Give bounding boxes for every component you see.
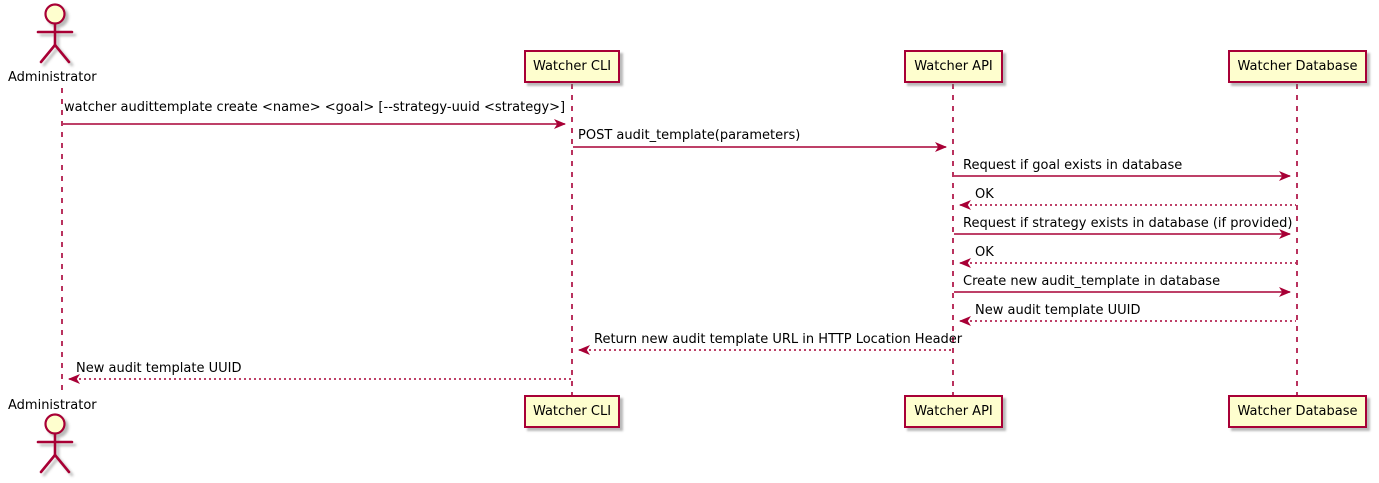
actor-administrator-bottom	[36, 413, 74, 474]
participant-box-watcher-api-top[interactable]: Watcher API	[904, 50, 1003, 83]
actor-administrator-top	[36, 3, 74, 64]
actor-label-administrator-bottom: Administrator	[8, 398, 97, 413]
participant-box-watcher-database-bottom[interactable]: Watcher Database	[1228, 395, 1367, 428]
message-label-8: New audit template UUID	[975, 303, 1141, 318]
participant-box-watcher-cli-bottom[interactable]: Watcher CLI	[524, 395, 620, 428]
message-label-2: POST audit_template(parameters)	[578, 128, 801, 143]
lifelines	[61, 84, 1298, 395]
message-label-9: Return new audit template URL in HTTP Lo…	[594, 332, 963, 347]
message-label-4: OK	[975, 187, 994, 202]
participant-box-watcher-api-bottom[interactable]: Watcher API	[904, 395, 1003, 428]
message-label-1: watcher audittemplate create <name> <goa…	[64, 100, 566, 115]
participant-box-watcher-database-top[interactable]: Watcher Database	[1228, 50, 1367, 83]
message-label-3: Request if goal exists in database	[963, 158, 1183, 173]
message-label-6: OK	[975, 245, 994, 260]
message-label-5: Request if strategy exists in database (…	[963, 216, 1293, 231]
message-label-7: Create new audit_template in database	[963, 274, 1221, 289]
participant-box-watcher-cli-top[interactable]: Watcher CLI	[524, 50, 620, 83]
message-label-10: New audit template UUID	[76, 361, 242, 376]
actor-label-administrator-top: Administrator	[8, 70, 97, 85]
